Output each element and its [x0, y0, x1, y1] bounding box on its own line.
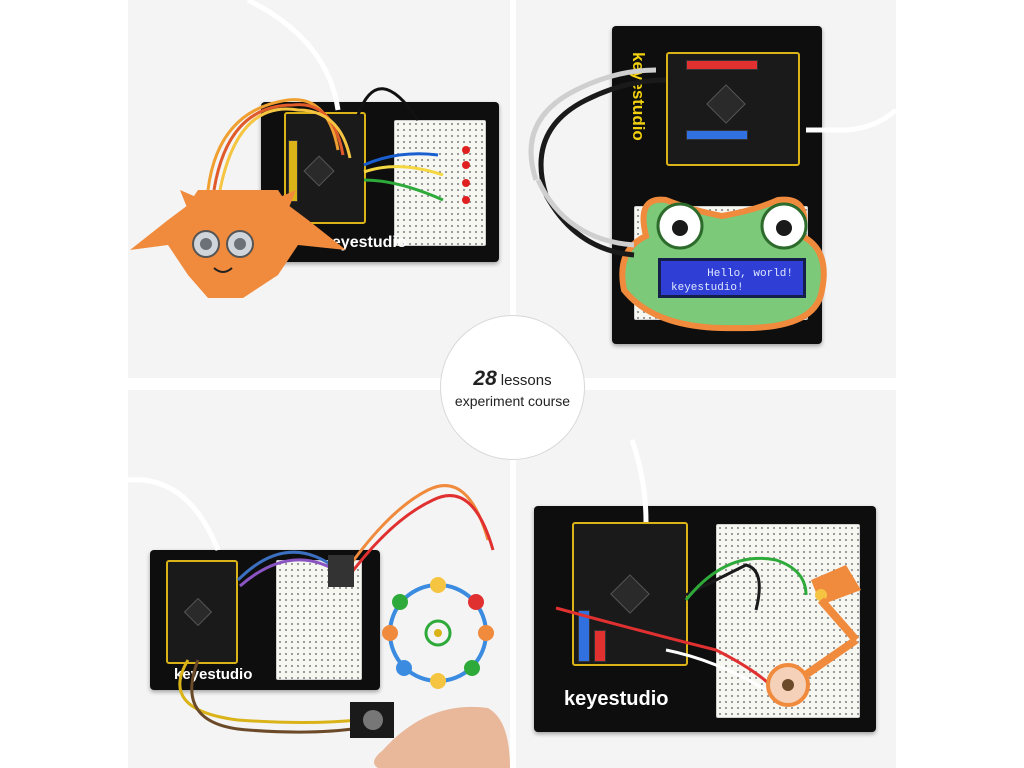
lcd-line-1: Hello, world! — [707, 268, 793, 280]
brand-logo: keyestudio — [564, 688, 669, 710]
frog-faceplate — [528, 67, 896, 332]
lcd-line-2: keyestudio! — [671, 282, 744, 294]
wires — [206, 0, 470, 204]
wires — [555, 439, 808, 692]
lcd-display: Hello, world! keyestudio! — [658, 258, 806, 298]
course-label: experiment course — [454, 392, 571, 409]
breadboard — [394, 120, 486, 246]
pin-header — [686, 130, 748, 140]
photo-panel-ultrasonic: keyestudio — [128, 0, 510, 378]
wires — [128, 477, 495, 734]
pin-header — [288, 140, 298, 202]
pin-header — [594, 630, 606, 662]
photo-panel-lcd: keyestudio Hello, world! keyestudio! — [516, 0, 896, 378]
photo-panel-ferris-wheel: keyestudio — [128, 390, 510, 768]
brand-logo: keyestudio — [323, 234, 407, 251]
lessons-word: lessons — [500, 371, 552, 389]
hand-with-button-module — [350, 702, 510, 768]
lamp-model — [766, 565, 861, 707]
photo-panel-lamp: keyestudio — [516, 390, 896, 768]
pin-header — [686, 60, 758, 70]
pin-header — [578, 610, 590, 662]
bat-sensor — [130, 190, 346, 298]
ferris-wheel — [382, 577, 494, 689]
lessons-count: 28 — [473, 366, 497, 390]
